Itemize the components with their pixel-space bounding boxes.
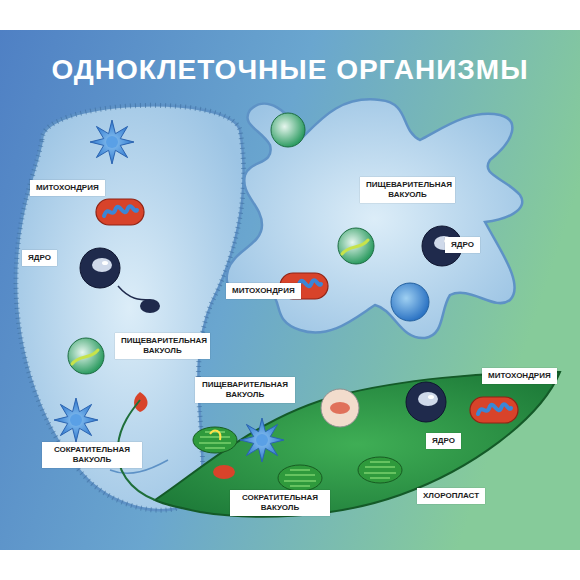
label-text: ПИЩЕВАРИТЕЛЬНАЯ ВАКУОЛЬ [366,180,449,200]
amoeba [227,99,523,338]
organelle-label: ЯДРО [22,250,57,266]
label-text: ПИЩЕВАРИТЕЛЬНАЯ ВАКУОЛЬ [121,336,204,356]
label-text: ЯДРО [451,240,474,250]
label-text: ЯДРО [432,436,455,446]
organelle-label: ПИЩЕВАРИТЕЛЬНАЯ ВАКУОЛЬ [195,377,295,403]
organelle-label: МИТОХОНДРИЯ [482,368,557,384]
label-text: ЯДРО [28,253,51,263]
organelle-label: СОКРАТИТЕЛЬНАЯ ВАКУОЛЬ [42,442,142,468]
organelle-label: ЯДРО [426,433,461,449]
label-text: ПИЩЕВАРИТЕЛЬНАЯ ВАКУОЛЬ [201,380,289,400]
paramecium [16,105,244,510]
organelle-label: ХЛОРОПЛАСТ [417,488,485,504]
label-text: СОКРАТИТЕЛЬНАЯ ВАКУОЛЬ [236,493,324,513]
organelle-label: ЯДРО [445,237,480,253]
organelle-label: СОКРАТИТЕЛЬНАЯ ВАКУОЛЬ [230,490,330,516]
organelle-label: МИТОХОНДРИЯ [30,180,105,196]
label-text: ХЛОРОПЛАСТ [423,491,479,501]
euglena [118,372,560,517]
organelle-label: ПИЩЕВАРИТЕЛЬНАЯ ВАКУОЛЬ [115,333,210,359]
label-text: СОКРАТИТЕЛЬНАЯ ВАКУОЛЬ [48,445,136,465]
organelle-label: МИТОХОНДРИЯ [226,283,301,299]
label-text: МИТОХОНДРИЯ [232,286,295,296]
label-text: МИТОХОНДРИЯ [488,371,551,381]
label-text: МИТОХОНДРИЯ [36,183,99,193]
title: ОДНОКЛЕТОЧНЫЕ ОРГАНИЗМЫ [0,55,580,86]
organelle-label: ПИЩЕВАРИТЕЛЬНАЯ ВАКУОЛЬ [360,177,455,203]
